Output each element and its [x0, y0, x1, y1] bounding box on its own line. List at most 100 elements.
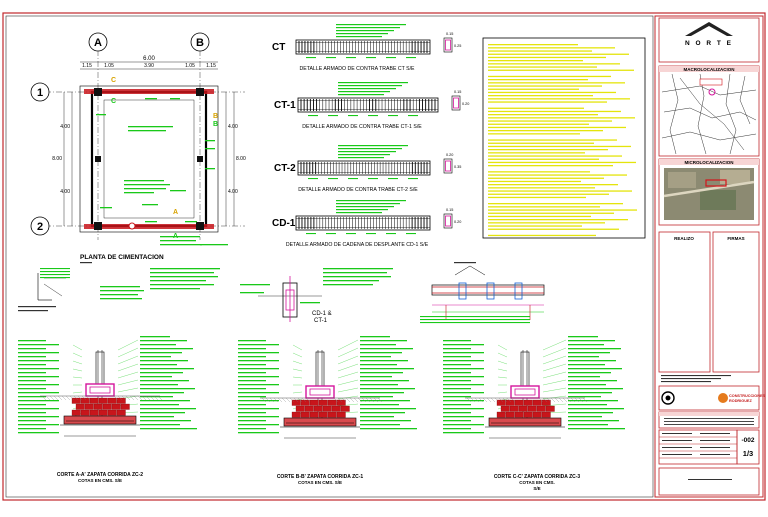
mid-note-line	[150, 284, 214, 286]
map-road	[739, 75, 751, 125]
brick	[318, 399, 328, 406]
brick	[291, 411, 301, 418]
note-line	[488, 79, 588, 81]
brick	[527, 405, 537, 412]
beam-elevation-title	[454, 262, 476, 264]
mid-note-line	[150, 280, 206, 282]
note-line	[488, 130, 603, 132]
section-note-left	[18, 352, 59, 354]
note-line	[488, 174, 627, 176]
note-line	[488, 219, 628, 221]
brick	[327, 411, 337, 418]
anchor-note-line	[40, 271, 70, 273]
plan-note-line	[124, 180, 164, 182]
column-mid-right	[197, 156, 203, 162]
section-column	[315, 351, 325, 387]
callout-line	[338, 94, 384, 96]
section-note-left	[443, 396, 471, 398]
ground-hatch	[482, 397, 488, 403]
mid-note-line	[150, 288, 200, 290]
section-footing	[488, 417, 562, 427]
note-line	[488, 155, 622, 157]
callout-line	[336, 33, 388, 35]
ground-hatch	[149, 395, 155, 401]
foundation-plan: A B 1 2 6.00 1.15 1.05 3.90 1.05 1.15 4.…	[30, 32, 246, 261]
anchor-note-line	[40, 277, 70, 279]
beam-detail-code: CT	[272, 42, 285, 53]
section-note-left	[238, 364, 266, 366]
callout-line	[336, 27, 400, 29]
leader-line	[542, 339, 567, 351]
note-line	[488, 69, 634, 71]
section-note-left	[18, 384, 59, 386]
sheet-data-text	[700, 433, 730, 434]
bar-label	[326, 233, 336, 235]
section-note-right	[568, 428, 625, 430]
signature-panel-2	[712, 231, 760, 373]
footing-outline	[79, 85, 219, 233]
section-note-left	[238, 432, 279, 434]
brick	[496, 411, 506, 418]
section-note-left	[238, 356, 266, 358]
ground-hatch	[578, 397, 584, 403]
ground-hatch	[117, 395, 123, 401]
dim-top-b: 1.05	[104, 63, 114, 69]
map-road	[669, 73, 679, 155]
ground-hatch	[353, 397, 359, 403]
leader-line	[72, 360, 83, 365]
leader-line	[292, 391, 303, 394]
note-line	[488, 225, 582, 227]
section-note-right	[568, 384, 606, 386]
beam-section-height: 0.25	[454, 44, 461, 48]
leader-line	[72, 368, 83, 372]
brick	[331, 405, 341, 412]
aerial-photo-block-1	[668, 172, 696, 188]
section-note-right	[140, 384, 178, 386]
mid-note-line	[323, 272, 387, 274]
section-footing	[63, 415, 137, 425]
section-note-right	[360, 344, 396, 346]
ground-hatch	[538, 397, 544, 403]
ground-hatch	[261, 397, 267, 403]
anchor-bar-4	[43, 283, 63, 297]
section-note-left	[18, 368, 59, 370]
section-note-right	[568, 360, 616, 362]
ground-hatch	[145, 395, 151, 401]
beam-elevation-col-3	[514, 282, 523, 300]
leader-line	[292, 376, 303, 379]
north-label: N O R T E	[685, 40, 733, 47]
dim-top-d: 1.05	[185, 63, 195, 69]
beam-section-stirrup	[445, 39, 451, 51]
plan-note-line	[124, 192, 154, 194]
section-note-right	[360, 400, 410, 402]
brick	[523, 411, 533, 418]
brick	[300, 399, 310, 406]
section-note-left	[443, 408, 484, 410]
tb-text-line	[661, 378, 721, 380]
brick	[98, 409, 108, 416]
ground-hatch	[53, 395, 59, 401]
plan-note-line	[124, 188, 166, 190]
signature-label-2: FIRMAS	[727, 236, 744, 241]
note-line	[488, 117, 635, 119]
beam-elevation-col-1	[458, 282, 467, 300]
ground-hatch	[494, 397, 500, 403]
ground-hatch	[57, 395, 63, 401]
map-road	[661, 85, 757, 96]
section-note-left	[238, 376, 279, 378]
leader-line	[337, 403, 359, 407]
section-note-right	[360, 352, 402, 354]
dim-left-top: 4.00	[60, 124, 70, 130]
note-line	[488, 139, 617, 141]
leader-line	[497, 352, 508, 358]
brick	[107, 397, 117, 404]
beam-section-box	[443, 213, 453, 229]
section-note-right	[140, 336, 170, 338]
section-note-left	[238, 380, 266, 382]
map-road	[663, 107, 757, 121]
plan-note-line	[205, 148, 215, 150]
ground-hatch	[141, 395, 147, 401]
ground-hatch	[305, 397, 311, 403]
